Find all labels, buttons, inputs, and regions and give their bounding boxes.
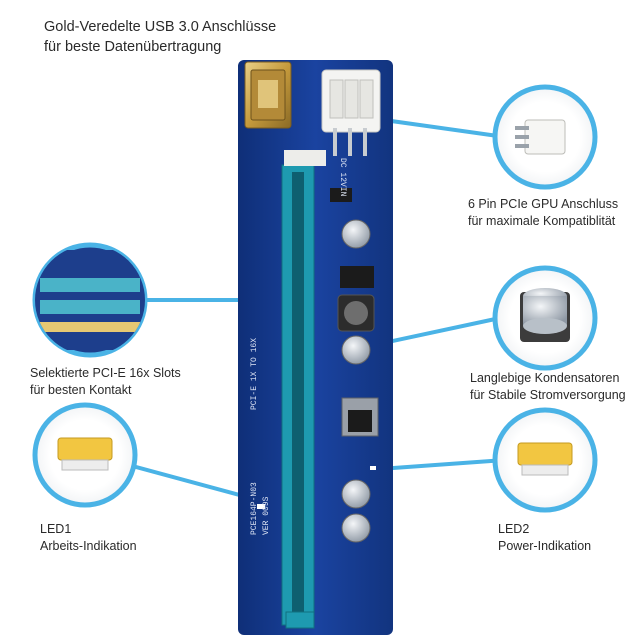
led1-line1: LED1 [40, 522, 72, 536]
header-title: Gold-Veredelte USB 3.0 Anschlüsse für be… [44, 17, 276, 57]
capacitor-icon [520, 288, 570, 342]
led1-icon [57, 437, 113, 471]
pcie-slot-line2: für besten Kontakt [30, 383, 132, 397]
pcie-slot-line1: Selektierte PCI-E 16x Slots [30, 366, 181, 380]
board-text-pcie: PCI-E 1X TO 16X [250, 337, 259, 410]
capacitors-line2: für Stabile Stromversorgung [470, 388, 626, 402]
board-text-model: PCE164P-N03 [250, 482, 259, 535]
gpu-power-line2: für maximale Kompatiblität [468, 214, 616, 228]
gpu-power-line1: 6 Pin PCIe GPU Anschluss [468, 197, 619, 211]
led2-caption: LED2 Power-Indikation [498, 521, 591, 555]
usb-port [244, 61, 292, 129]
led2-line2: Power-Indikation [498, 539, 592, 553]
gpu-connector-icon [515, 119, 566, 155]
six-pin-connector [321, 69, 381, 156]
pcie-closeup [35, 250, 145, 350]
capacitors-line1: Langlebige Kondensatoren [470, 371, 620, 385]
led2-line1: LED2 [498, 522, 530, 536]
board-text-dc: DC 12VIN [338, 158, 347, 197]
riser-board [238, 60, 393, 635]
pcie-x16-slot [281, 150, 326, 629]
pcie-slot-caption: Selektierte PCI-E 16x Slots für besten K… [30, 365, 181, 399]
gpu-power-caption: 6 Pin PCIe GPU Anschluss für maximale Ko… [468, 196, 618, 230]
capacitors-caption: Langlebige Kondensatoren für Stabile Str… [470, 370, 626, 404]
led2-icon [517, 442, 573, 476]
header-line1: Gold-Veredelte USB 3.0 Anschlüsse [44, 19, 277, 35]
led1-caption: LED1 Arbeits-Indikation [40, 521, 137, 555]
led1-line2: Arbeits-Indikation [40, 539, 137, 553]
header-line2: für beste Datenübertragung [44, 39, 222, 55]
board-text-version: VER 009S [262, 496, 271, 535]
